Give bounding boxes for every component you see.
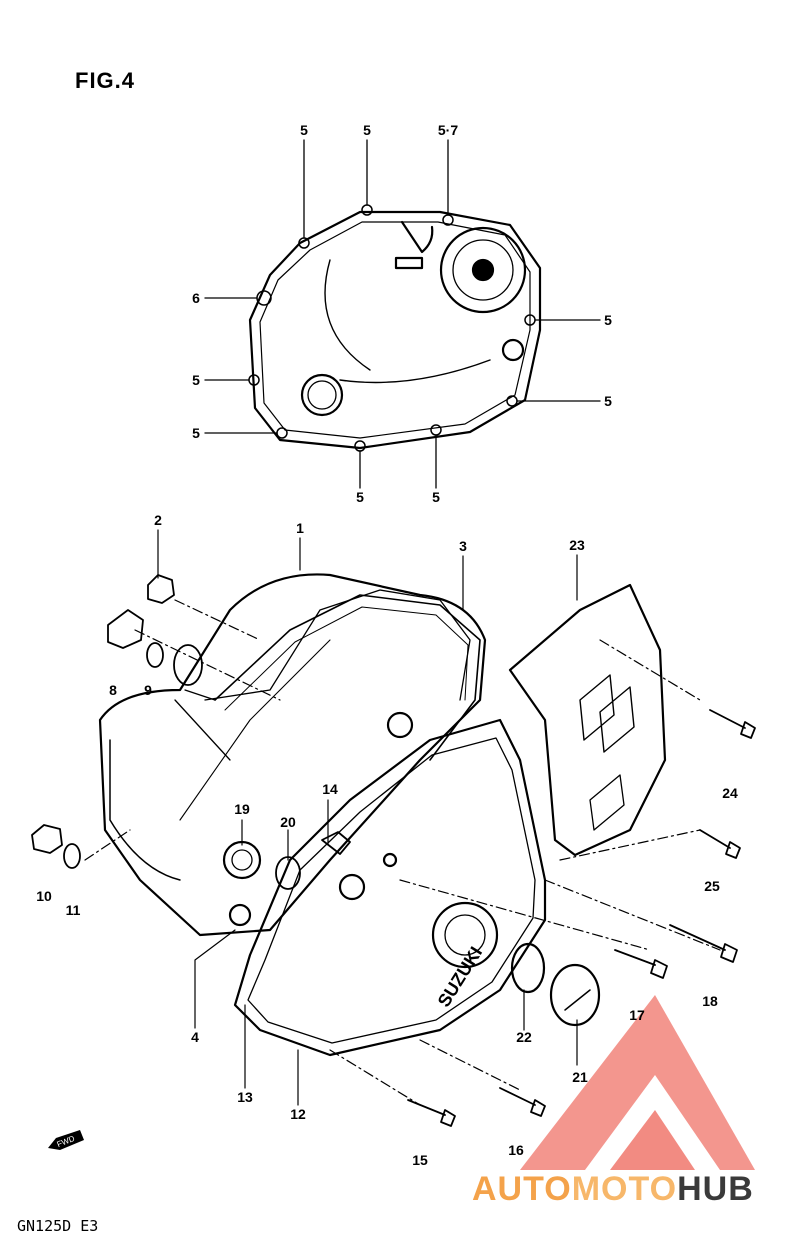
sprocket-cover-23 — [508, 583, 667, 857]
cap-21 — [549, 963, 601, 1027]
callout-5-g: 5 — [604, 312, 612, 328]
callout-2: 2 — [154, 512, 162, 528]
triangle-logo — [520, 995, 755, 1170]
brand-marking: SUZUKI — [434, 943, 486, 1010]
callout-6: 6 — [192, 290, 200, 306]
callout-10: 10 — [36, 888, 52, 904]
model-code: GN125D E3 — [17, 1217, 99, 1235]
callout-5-c: 5 — [192, 372, 200, 388]
callout-12: 12 — [290, 1106, 306, 1122]
callout-19: 19 — [234, 801, 250, 817]
gasket-3 — [214, 594, 481, 761]
o-ring-22 — [510, 942, 546, 994]
watermark-part-hub: HUB — [677, 1170, 754, 1208]
callout-25: 25 — [704, 878, 720, 894]
callout-9: 9 — [144, 682, 152, 698]
callout-11: 11 — [65, 902, 81, 918]
callout-1: 1 — [296, 520, 304, 536]
callout-5-e: 5 — [356, 489, 364, 505]
watermark-part-moto: MOTO — [571, 1170, 678, 1208]
fwd-arrow-icon: FWD — [46, 1128, 86, 1159]
assembly-lines — [84, 599, 721, 1106]
figure-title: FIG.4 — [75, 68, 136, 93]
callout-8: 8 — [109, 682, 117, 698]
callout-17: 17 — [629, 1007, 645, 1023]
callout-4: 4 — [191, 1029, 199, 1045]
callout-5-h: 5 — [604, 393, 612, 409]
callout-5-a: 5 — [300, 122, 308, 138]
callout-22: 22 — [516, 1029, 532, 1045]
callout-23: 23 — [569, 537, 585, 553]
callout-5-b: 5 — [363, 122, 371, 138]
callout-14: 14 — [322, 781, 338, 797]
callout-15: 15 — [412, 1152, 428, 1168]
callout-21: 21 — [572, 1069, 588, 1085]
callout-13: 13 — [237, 1089, 253, 1105]
clutch-cover-inner-view — [248, 204, 542, 452]
callout-5-d: 5 — [192, 425, 200, 441]
top-leader-lines — [204, 139, 601, 489]
watermark-text: AUTOMOTOHUB — [472, 1170, 754, 1209]
callout-3: 3 — [459, 538, 467, 554]
callout-24: 24 — [722, 785, 738, 801]
magneto-cover-13 — [233, 718, 547, 1057]
watermark-part-auto: AUTO — [472, 1170, 572, 1208]
callout-5-f: 5 — [432, 489, 440, 505]
callout-5-7: 5·7 — [437, 122, 459, 138]
callout-18: 18 — [702, 993, 718, 1009]
callout-16: 16 — [508, 1142, 524, 1158]
callout-20: 20 — [280, 814, 296, 830]
small-parts — [31, 574, 756, 1127]
